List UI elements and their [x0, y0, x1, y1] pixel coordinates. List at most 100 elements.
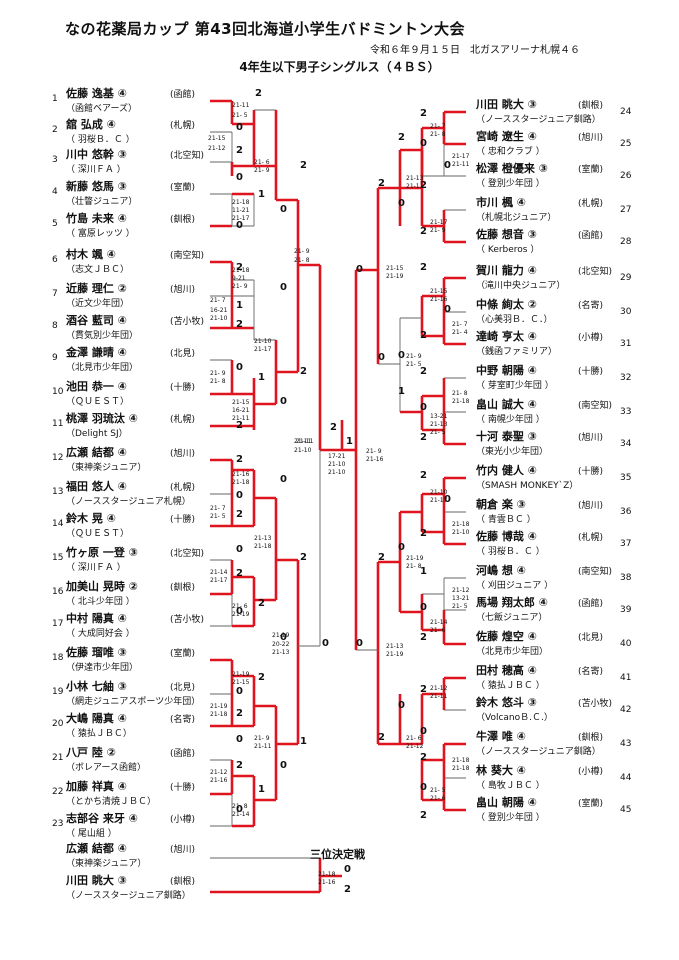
- player-team: （ 深川ＦＡ ）: [66, 562, 126, 573]
- player-team: （札幌北ジュニア）: [476, 211, 556, 223]
- game-score: 21-12: [452, 587, 470, 594]
- match-result: 2: [420, 470, 427, 481]
- player-team: （壮瞥ジュニア）: [66, 195, 137, 207]
- match-result: 0: [236, 220, 243, 231]
- match-result: 1: [258, 372, 265, 383]
- player-name: 牛澤 唯 ④: [476, 729, 526, 743]
- player-team: （北見市少年団）: [66, 361, 138, 373]
- player-name: 佐藤 瑠唯 ③: [65, 645, 127, 659]
- match-result: 2: [258, 672, 265, 683]
- player-region: (南空知): [578, 565, 612, 577]
- match-result: 1: [346, 436, 353, 447]
- player-region: (函館): [170, 88, 195, 100]
- player-name: 加美山 晃時 ②: [65, 579, 138, 593]
- player-name: 近藤 理仁 ②: [66, 281, 127, 295]
- player-seed: 32: [620, 373, 631, 383]
- player-seed: 26: [620, 171, 632, 181]
- game-score: 21- 8: [452, 390, 468, 397]
- match-result: 0: [236, 172, 243, 183]
- match-result: 1: [398, 386, 405, 397]
- game-score: 21-18: [452, 398, 470, 405]
- player-region: (十勝): [170, 381, 195, 393]
- player-team: （近文少年団）: [66, 297, 129, 309]
- player-team: （ 羽桜Ｂ．Ｃ ）: [476, 545, 545, 557]
- game-score: 21-12: [208, 145, 226, 152]
- player-name: 佐藤 煌空 ④: [475, 629, 537, 643]
- game-score: 21-18: [232, 267, 250, 274]
- player-name: 広瀬 結都 ④: [66, 445, 127, 459]
- match-result: 0: [420, 138, 427, 149]
- player-team: （SMASH MONKEY`Z）: [476, 480, 578, 491]
- player-name: 竹内 健人 ④: [475, 463, 537, 477]
- match-result: 2: [420, 528, 427, 539]
- player-seed: 38: [620, 573, 632, 583]
- game-score: 21-18: [232, 199, 250, 206]
- game-score: 21-16: [232, 471, 250, 478]
- game-score: 21-16: [210, 777, 228, 784]
- player-team: （ 忠和クラブ ）: [476, 145, 545, 157]
- player-team: （ 島牧ＪＢＣ ）: [476, 779, 545, 791]
- game-score: 21- 6: [406, 735, 422, 742]
- match-result: 0: [420, 782, 427, 793]
- match-result: 0: [322, 638, 329, 649]
- match-result: 0: [280, 396, 287, 407]
- player-name: 佐藤 逸基 ④: [65, 86, 127, 100]
- match-result: 2: [420, 632, 427, 643]
- game-score: 13-21: [430, 413, 448, 420]
- game-score: 21-15: [430, 288, 448, 295]
- match-result: 2: [420, 810, 427, 821]
- player-name: 広瀬 結都 ④: [66, 841, 127, 855]
- player-name: 中野 朝陽 ④: [476, 363, 537, 377]
- game-score: 21-17: [232, 215, 250, 222]
- player-region: (十勝): [170, 513, 195, 525]
- player-seed: 43: [620, 739, 631, 749]
- game-score: 21-18: [452, 521, 470, 528]
- match-result: 0: [420, 402, 427, 413]
- game-score: 21-18: [318, 871, 336, 878]
- game-score: 21- 8: [232, 803, 248, 810]
- game-score: 21-18: [452, 757, 470, 764]
- game-score: 21- 9: [254, 167, 270, 174]
- match-result: 2: [420, 180, 427, 191]
- game-score: 21-11: [452, 161, 470, 168]
- match-result: 0: [420, 726, 427, 737]
- game-score: 21-10: [210, 315, 228, 322]
- document-subtitle: 令和６年９月１５日 北ガスアリーナ札幌４６: [370, 45, 580, 56]
- player-name: 松澤 橙優来 ③: [476, 161, 548, 175]
- player-team: （伊達市少年団）: [66, 661, 138, 673]
- player-team: （ボレアース函館）: [66, 761, 146, 773]
- match-result: 0: [420, 602, 427, 613]
- player-name: 舘 弘成 ④: [65, 117, 116, 131]
- match-result: 0: [236, 734, 243, 745]
- game-score: 21- 5: [210, 513, 226, 520]
- match-result: 2: [420, 108, 427, 119]
- player-region: (苫小牧): [578, 697, 612, 709]
- game-score: 21-14: [210, 569, 228, 576]
- player-seed: 44: [620, 773, 632, 783]
- game-score: 17-21: [328, 453, 346, 460]
- player-seed: 34: [620, 439, 632, 449]
- player-name: 鈴木 悠斗 ③: [476, 695, 537, 709]
- player-team: （ 猿払ＪＢＣ）: [66, 727, 132, 739]
- player-team: （ 青雲ＢＣ ）: [476, 513, 536, 525]
- player-name: 十河 泰聖 ③: [476, 429, 537, 443]
- match-result: 2: [236, 568, 243, 579]
- player-region: (旭川): [578, 499, 603, 511]
- match-result: 2: [255, 88, 262, 99]
- player-seed: 19: [52, 687, 64, 697]
- player-seed: 2: [52, 125, 58, 135]
- player-team: （ＱＵＥＳＴ）: [66, 396, 129, 407]
- player-seed: 6: [52, 255, 58, 265]
- player-team: （Delight SJ）: [66, 428, 128, 439]
- game-score: 21-11: [232, 102, 250, 109]
- match-result: 2: [420, 684, 427, 695]
- game-score: 21-10: [254, 338, 272, 345]
- player-region: (釧根): [170, 875, 195, 887]
- match-result: 2: [420, 226, 427, 237]
- game-score: 21-19: [232, 671, 250, 678]
- match-result: 2: [236, 708, 243, 719]
- match-result: 2: [420, 432, 427, 443]
- game-score: 21- 7: [430, 123, 446, 130]
